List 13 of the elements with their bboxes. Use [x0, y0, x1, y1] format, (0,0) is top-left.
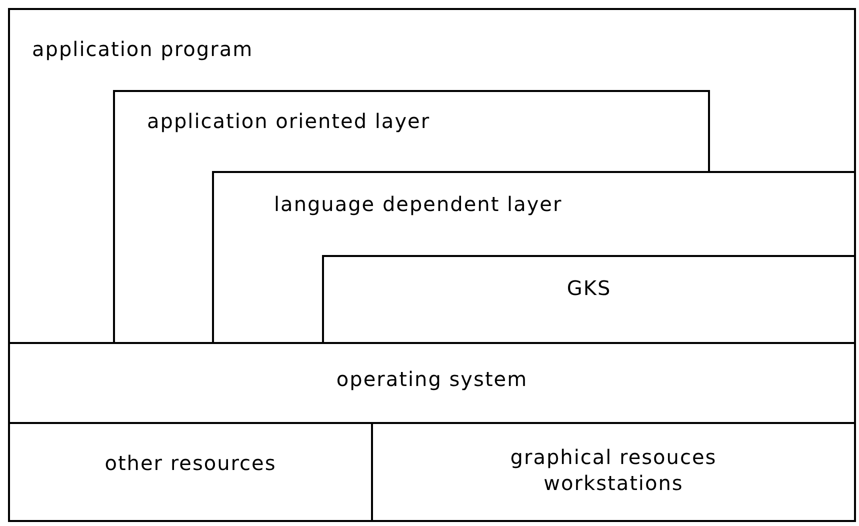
layer-box [322, 255, 856, 344]
layer-box [8, 342, 856, 424]
layer-label: language dependent layer [274, 191, 562, 217]
layer-label: application oriented layer [147, 108, 430, 134]
layer-box [8, 422, 373, 522]
layer-label: operating system [335, 366, 529, 392]
layer-label: graphical resouces workstations [509, 444, 718, 496]
layer-box [8, 8, 856, 344]
layer-box [212, 171, 856, 344]
layer-label: GKS [566, 275, 612, 301]
layer-box [371, 422, 856, 522]
layer-label: application program [32, 36, 254, 62]
layer-label: other resources [104, 450, 278, 476]
